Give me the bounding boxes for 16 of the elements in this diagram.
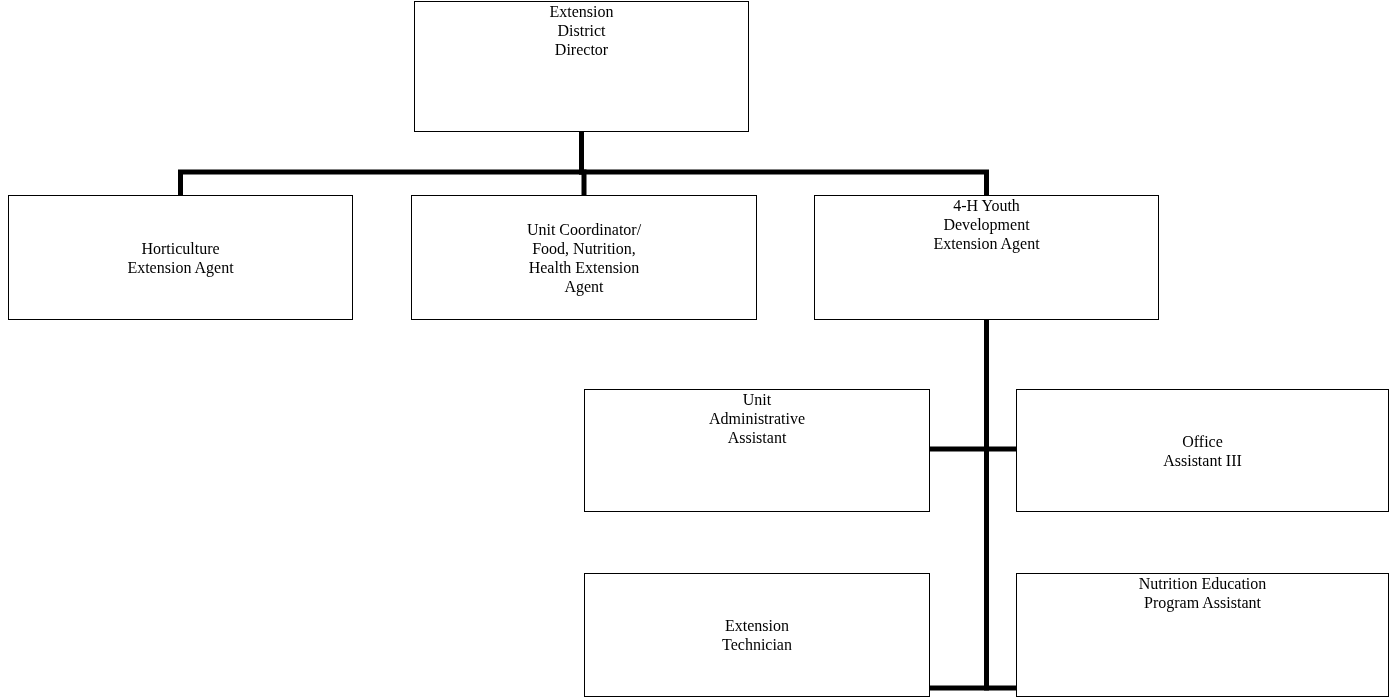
job-title: Unit Administrative Assistant <box>708 390 806 447</box>
job-title: Horticulture Extension Agent <box>126 238 235 277</box>
position-box <box>584 573 930 697</box>
job-title: 4-H Youth Development Extension Agent <box>932 196 1041 253</box>
position-box <box>1016 389 1389 512</box>
position-box <box>584 389 930 512</box>
job-title: Extension Technician <box>721 616 793 654</box>
position-box <box>414 1 749 132</box>
position-box <box>1016 573 1389 697</box>
position-box <box>8 195 353 320</box>
job-title: Unit Coordinator/ Food, Nutrition, Health Extension Agent <box>526 219 642 296</box>
position-box <box>411 195 757 320</box>
job-title: Office Assistant III <box>1162 431 1243 470</box>
job-title: Extension District Director <box>548 2 615 59</box>
job-title: Nutrition Education Program Assistant <box>1137 574 1268 612</box>
position-box <box>814 195 1159 320</box>
